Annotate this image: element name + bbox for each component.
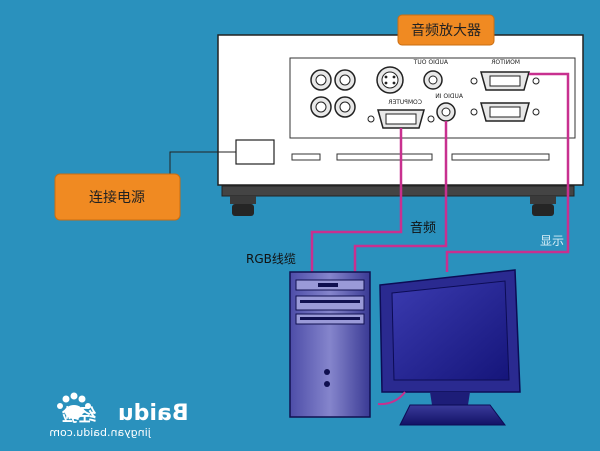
- power-leader-line: [169, 151, 236, 176]
- amplifier-rear-panel: [289, 57, 576, 139]
- panel-labels: MONITOR AUDIO OUT AUDIO IN COMPUTER: [388, 59, 520, 106]
- monitor-port: [470, 71, 540, 91]
- computer-port-label: COMPUTER: [388, 99, 422, 106]
- audio-in-label: AUDIO IN: [435, 93, 463, 100]
- audio-cable-line: [353, 121, 448, 272]
- power-socket: [235, 139, 275, 165]
- amplifier-label: 音频放大器: [411, 22, 481, 39]
- audio-out-jack: [423, 70, 443, 90]
- monitor-port-label: MONITOR: [491, 59, 520, 66]
- computer-port: [367, 109, 435, 129]
- rgb-cable-line: [310, 128, 403, 272]
- audio-in-jack: [436, 102, 456, 122]
- baidu-brand: Baidu: [118, 401, 189, 426]
- computer-tower: [289, 271, 371, 418]
- monitor-cable-stub: [377, 391, 406, 406]
- amplifier-device: MONITOR AUDIO OUT AUDIO IN COMPUTER: [217, 34, 584, 216]
- paw-icon: [57, 392, 91, 419]
- audio-out-label: AUDIO OUT: [413, 59, 448, 66]
- amplifier-callout: 音频放大器: [397, 14, 495, 46]
- monitor: [379, 269, 521, 426]
- baidu-watermark: Baidu 经验 jingyan.baidu.com: [49, 392, 189, 439]
- amplifier-slots: [291, 153, 550, 161]
- rgb-cable-label: RGB线缆: [246, 252, 296, 266]
- display-label: 显示: [540, 234, 564, 248]
- rca-jacks: [310, 69, 356, 118]
- baidu-url: jingyan.baidu.com: [49, 426, 152, 439]
- aux-port: [470, 102, 540, 122]
- amplifier-feet: [230, 196, 556, 216]
- baidu-brand-cn: 经验: [61, 405, 96, 426]
- amplifier-base: [221, 185, 575, 197]
- audio-label: 音频: [410, 220, 436, 236]
- power-callout: 连接电源: [54, 173, 181, 221]
- cables: [310, 72, 570, 272]
- display-cable-line: [445, 72, 570, 272]
- power-label: 连接电源: [89, 189, 145, 206]
- svideo-port: [376, 66, 404, 94]
